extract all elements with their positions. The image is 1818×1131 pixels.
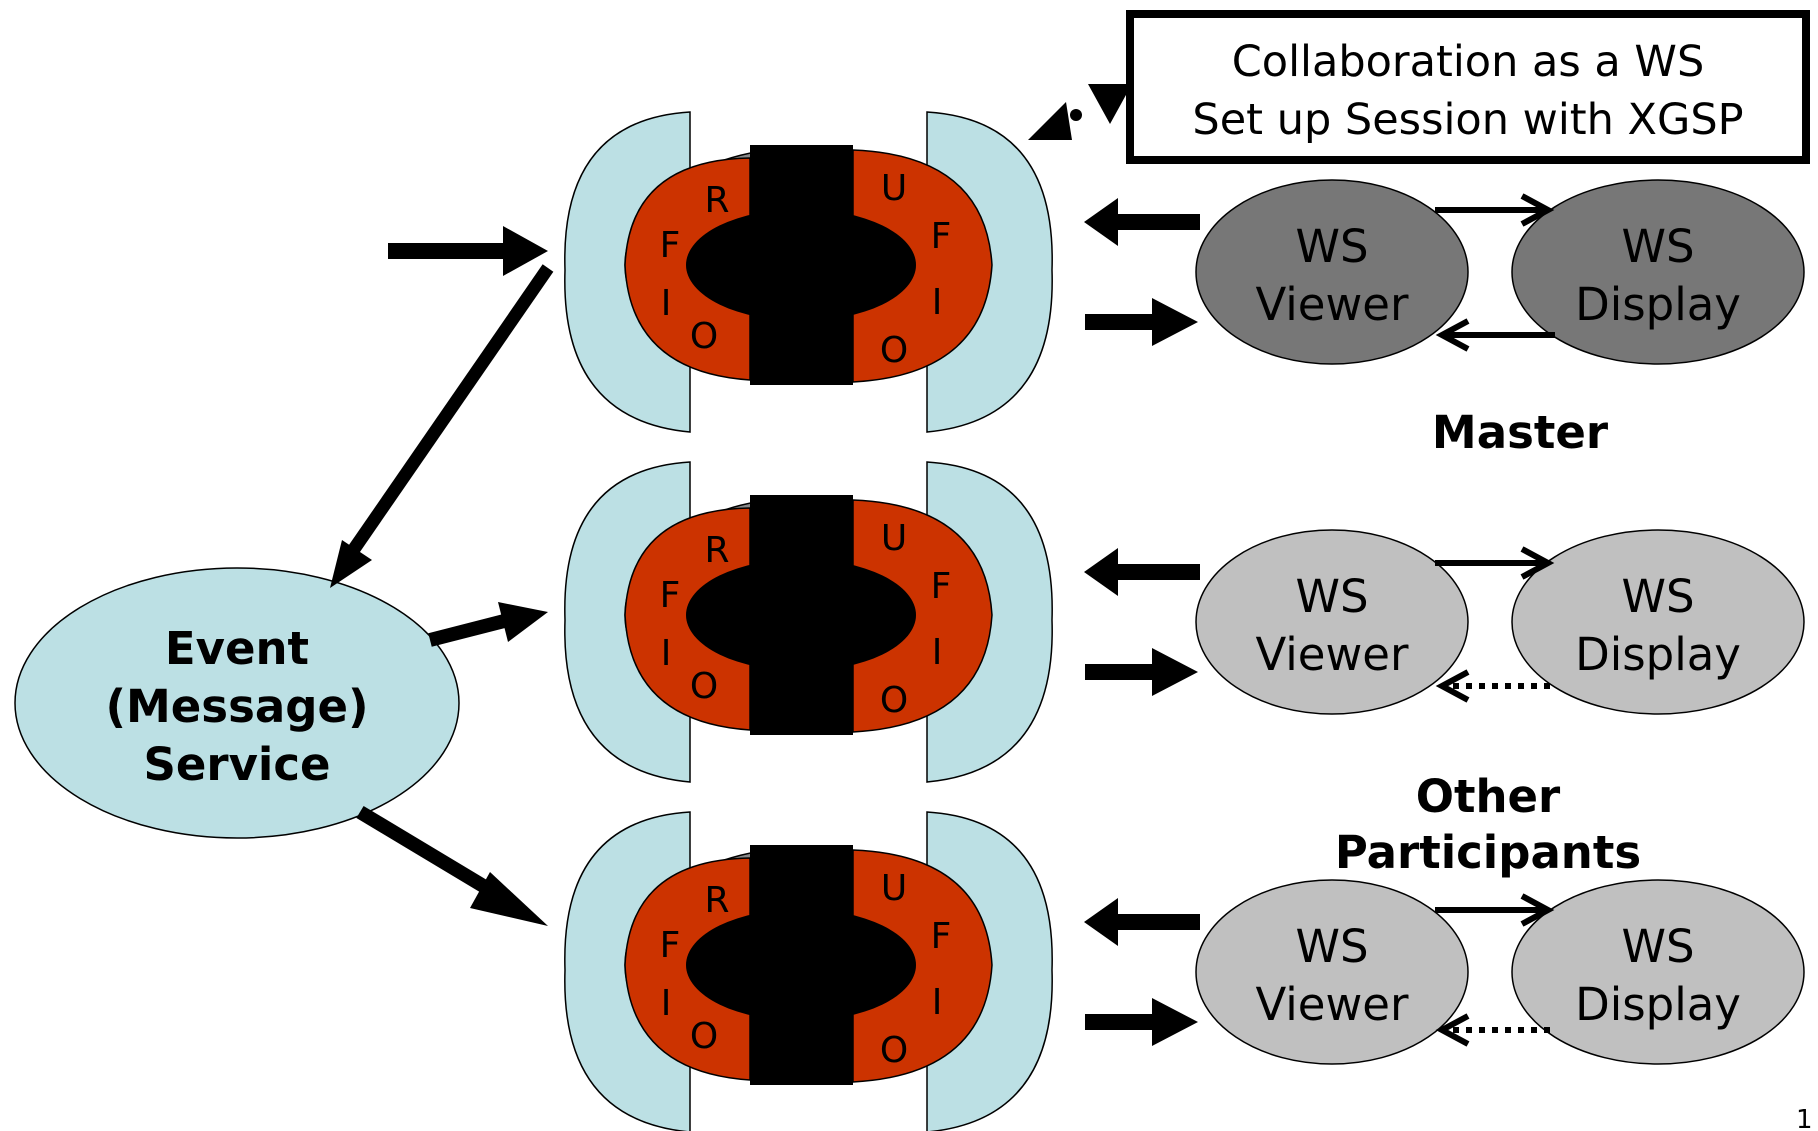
port-f-right: F xyxy=(931,566,952,607)
arrow-head-icon xyxy=(470,872,548,926)
arrow-head-icon xyxy=(1520,546,1555,580)
callout-pointer-icon xyxy=(1028,102,1072,140)
event-service-line-2: (Message) xyxy=(105,680,368,733)
port-u: U xyxy=(881,868,907,909)
arrow-head-icon xyxy=(1520,193,1555,227)
other-participants-line-2: Participants xyxy=(1335,826,1641,879)
port-i-left: I xyxy=(661,283,672,324)
port-f-left: F xyxy=(660,225,681,266)
master-row: WS Viewer WS Display xyxy=(1084,179,1805,365)
port-u: U xyxy=(881,518,907,559)
port-i-right: I xyxy=(932,982,943,1023)
port-f-left: F xyxy=(660,925,681,966)
page-number: 1 xyxy=(1796,1105,1813,1131)
arrow-head-icon xyxy=(1152,648,1198,696)
callout-line-2: Set up Session with XGSP xyxy=(1192,95,1743,145)
ws-display-participant xyxy=(1511,529,1805,715)
port-f-right: F xyxy=(931,216,952,257)
port-o-left: O xyxy=(690,1016,718,1057)
arrow-head-icon xyxy=(503,226,548,276)
ws-viewer-line-2: Viewer xyxy=(1256,628,1409,681)
ws-viewer-line-1: WS xyxy=(1295,920,1368,973)
arrow-head-icon xyxy=(1084,198,1118,246)
arrow-head-icon xyxy=(498,602,548,642)
arrow-head-icon xyxy=(1435,318,1470,352)
arrow-head-icon xyxy=(1084,898,1118,946)
arrow-head-icon xyxy=(330,540,372,588)
arrow-head-icon xyxy=(1152,998,1198,1046)
port-i-right: I xyxy=(932,632,943,673)
port-r: R xyxy=(704,880,729,921)
event-service-line-1: Event xyxy=(165,622,309,675)
ws-viewer-master-line-1: WS xyxy=(1295,220,1368,273)
port-r: R xyxy=(704,530,729,571)
ws-display-participant xyxy=(1511,879,1805,1065)
ws-viewer-participant xyxy=(1195,879,1469,1065)
arrow-head-icon xyxy=(1152,298,1198,346)
port-i-left: I xyxy=(661,983,672,1024)
port-f-right: F xyxy=(931,916,952,957)
callout-bullet-icon xyxy=(1070,109,1082,121)
port-o-right: O xyxy=(880,330,908,371)
event-service-ellipse xyxy=(14,567,460,839)
ws-viewer-line-2: Viewer xyxy=(1256,978,1409,1031)
ws-module-row-2: R F I O U F I O xyxy=(564,461,1053,783)
port-u: U xyxy=(881,168,907,209)
port-f-left: F xyxy=(660,575,681,616)
event-service-arrows xyxy=(330,226,554,926)
callout-line-1: Collaboration as a WS xyxy=(1232,37,1705,87)
port-o-left: O xyxy=(690,666,718,707)
ws-display-line-1: WS xyxy=(1621,570,1694,623)
ws-viewer-line-1: WS xyxy=(1295,570,1368,623)
port-o-left: O xyxy=(690,316,718,357)
participant-row-1: WS Viewer WS Display xyxy=(1084,529,1805,715)
ws-display-master-line-1: WS xyxy=(1621,220,1694,273)
ws-module-row-3: R F I O U F I O xyxy=(564,811,1053,1131)
ws-display-line-1: WS xyxy=(1621,920,1694,973)
port-i-left: I xyxy=(661,633,672,674)
port-o-right: O xyxy=(880,1030,908,1071)
ws-display-line-2: Display xyxy=(1575,978,1741,1031)
arrow-head-icon xyxy=(1520,893,1555,927)
ws-display-master xyxy=(1511,179,1805,365)
port-i-right: I xyxy=(932,282,943,323)
ws-viewer-master xyxy=(1195,179,1469,365)
ws-viewer-master-line-2: Viewer xyxy=(1256,278,1409,331)
ws-viewer-participant xyxy=(1195,529,1469,715)
participant-row-2: WS Viewer WS Display xyxy=(1084,879,1805,1065)
ws-display-line-2: Display xyxy=(1575,628,1741,681)
ws-display-master-line-2: Display xyxy=(1575,278,1741,331)
ws-module-row-1: R F I O U F I O xyxy=(564,111,1053,433)
event-service-line-3: Service xyxy=(143,738,330,791)
master-label: Master xyxy=(1432,406,1609,459)
other-participants-line-1: Other xyxy=(1416,770,1561,823)
port-o-right: O xyxy=(880,680,908,721)
callout-triangle-icon xyxy=(1088,84,1132,124)
arrow-head-icon xyxy=(1084,548,1118,596)
arrow-head-icon xyxy=(1435,669,1470,703)
port-r: R xyxy=(704,180,729,221)
arrow-head-icon xyxy=(1435,1013,1470,1047)
